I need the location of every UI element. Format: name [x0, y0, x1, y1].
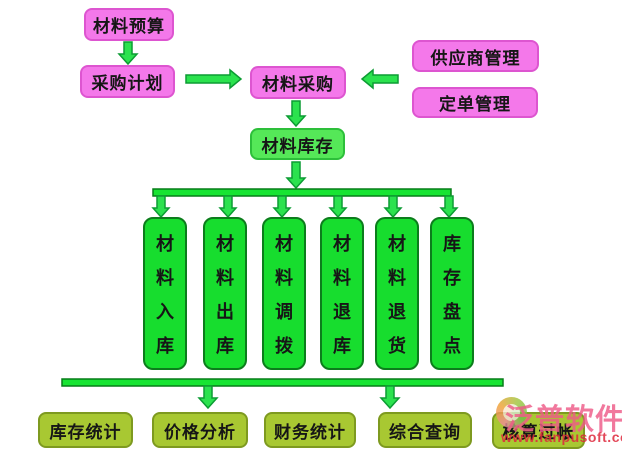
node-material-inventory: 材料库存 — [250, 128, 345, 160]
node-material-inbound: 材料入库 — [143, 217, 187, 370]
arrow-bar-to-reports-1 — [197, 385, 219, 410]
node-price-analysis: 价格分析 — [152, 412, 248, 448]
node-comprehensive-query: 综合查询 — [378, 412, 472, 448]
distribution-bar-top — [152, 188, 452, 197]
arrow-inventory-to-bar — [285, 161, 307, 190]
node-material-budget: 材料预算 — [84, 8, 174, 41]
arrow-budget-to-plan — [117, 41, 139, 66]
arrow-purchase-to-inventory — [285, 100, 307, 128]
node-purchase-plan: 采购计划 — [80, 65, 175, 98]
node-order-management: 定单管理 — [412, 87, 538, 118]
arrow-bar-to-op-1 — [151, 195, 171, 219]
node-material-return-goods: 材料退货 — [375, 217, 419, 370]
distribution-bar-bottom — [61, 378, 504, 387]
node-material-return-to-store: 材料退库 — [320, 217, 364, 370]
arrow-suppliers-to-purchase — [360, 68, 399, 90]
node-material-outbound: 材料出库 — [203, 217, 247, 370]
arrow-bar-to-op-4 — [328, 195, 348, 219]
arrow-bar-to-op-2 — [218, 195, 238, 219]
node-inventory-statistics: 库存统计 — [38, 412, 133, 448]
arrow-plan-to-purchase — [185, 68, 243, 90]
arrow-bar-to-reports-2 — [379, 385, 401, 410]
node-supplier-management: 供应商管理 — [412, 40, 539, 72]
node-stock-count: 库存盘点 — [430, 217, 474, 370]
arrow-bar-to-op-5 — [383, 195, 403, 219]
node-material-purchase: 材料采购 — [250, 66, 346, 99]
node-finance-statistics: 财务统计 — [264, 412, 356, 448]
arrow-bar-to-op-6 — [439, 195, 459, 219]
watermark-url: www.fanpusoft.com — [501, 429, 622, 445]
arrow-bar-to-op-3 — [272, 195, 292, 219]
watermark-logo-icon — [496, 397, 527, 428]
watermark-brand: 泛普软件 — [505, 404, 622, 436]
node-material-transfer: 材料调拨 — [262, 217, 306, 370]
